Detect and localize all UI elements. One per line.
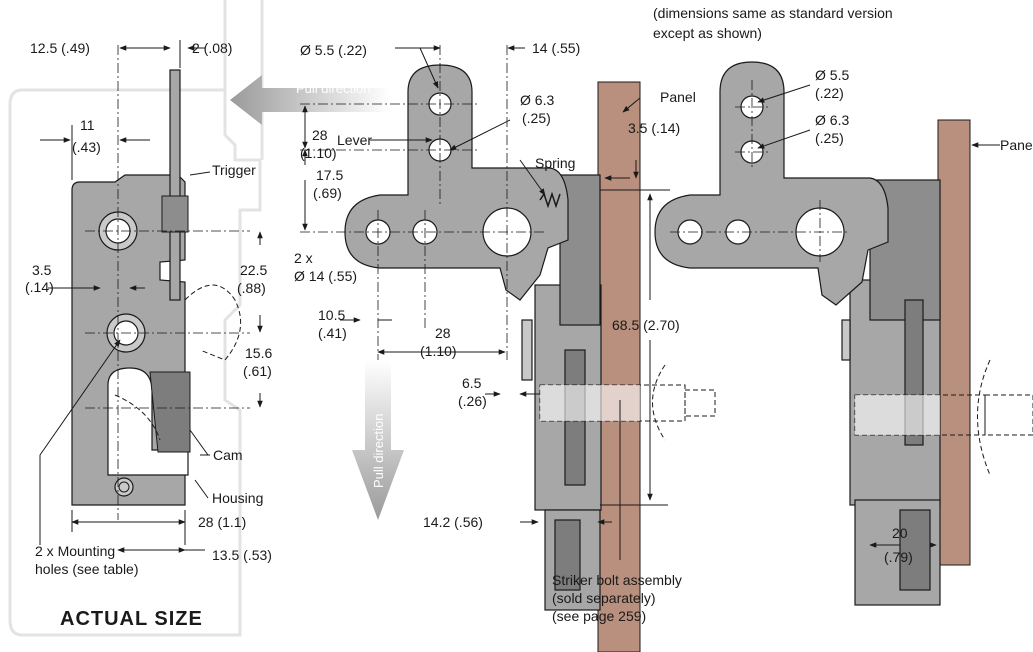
dim-top-left: 12.5 (.49): [30, 40, 90, 56]
dim-2x-a: 2 x: [294, 250, 313, 266]
trigger: [169, 69, 181, 301]
dim-d6-3-a: Ø 6.3: [520, 92, 554, 108]
right-dim-d6-3-a: Ø 6.3: [815, 112, 849, 128]
dim-28b-b: (1.10): [420, 343, 457, 359]
dim-10-5-a: 10.5: [318, 307, 345, 323]
rivet: [114, 477, 134, 497]
dim-15-6-value: 15.6: [245, 345, 272, 361]
dim-28-a: 28: [312, 127, 328, 143]
label-panel-center: Panel: [660, 89, 696, 105]
dim-d6-3-b: (.25): [522, 110, 551, 126]
dim-6-5-a: 6.5: [462, 375, 482, 391]
label-cam: Cam: [213, 447, 243, 463]
dim-13-5: 13.5 (.53): [212, 547, 272, 563]
right-dim-20-b: (.79): [884, 549, 913, 565]
pull-direction-v-label: Pull direction: [371, 414, 386, 488]
pull-arrow-vertical: [352, 360, 404, 520]
dim-6-5-b: (.26): [458, 393, 487, 409]
dim-17-5-b: (.69): [313, 185, 342, 201]
panel-center: [597, 81, 641, 652]
dim-14: 14 (.55): [532, 40, 580, 56]
right-label-panel: Pane: [1000, 137, 1033, 153]
right-dim-20-a: 20: [892, 525, 908, 541]
dim-28b-a: 28: [435, 325, 451, 341]
header-note-line2: except as shown): [653, 25, 762, 41]
left-dimensions: [39, 40, 263, 553]
label-lever: Lever: [337, 132, 372, 148]
dim-68-5: 68.5 (2.70): [612, 317, 680, 333]
right-dim-d5-5-a: Ø 5.5: [815, 67, 849, 83]
striker-label-1: Striker bolt assembly: [552, 572, 682, 588]
right-dim-d5-5-b: (.22): [815, 85, 844, 101]
right-dimensions: [757, 84, 1000, 548]
striker-label-2: (sold separately): [552, 590, 656, 606]
dim-11-value: 11: [80, 117, 95, 133]
dim-14-2: 14.2 (.56): [423, 514, 483, 530]
striker-label-3: (see page 259): [552, 608, 646, 624]
label-trigger: Trigger: [212, 162, 256, 178]
dim-d5-5: Ø 5.5 (.22): [300, 42, 367, 58]
label-housing: Housing: [212, 490, 263, 506]
dim-28: 28 (1.1): [198, 514, 246, 530]
dim-3-5-center: 3.5 (.14): [628, 120, 680, 136]
header-note-line1: (dimensions same as standard version: [653, 5, 893, 21]
dim-28-b: (1.10): [300, 145, 337, 161]
dim-10-5-b: (.41): [318, 325, 347, 341]
dim-17-5-a: 17.5: [316, 167, 343, 183]
pull-arrow-horizontal: [230, 75, 390, 125]
dim-11-inch: (.43): [72, 139, 101, 155]
cam-slot: [107, 367, 189, 476]
dim-2x-b: Ø 14 (.55): [294, 268, 357, 284]
right-dim-d6-3-b: (.25): [815, 130, 844, 146]
pull-direction-h-label: Pull direction: [296, 81, 370, 96]
label-holes-1: 2 x Mounting: [35, 543, 115, 559]
dim-3-5-value: 3.5: [32, 262, 52, 278]
dim-22-5-inch: (.88): [237, 280, 266, 296]
dim-15-6-inch: (.61): [243, 363, 272, 379]
label-spring: Spring: [535, 155, 575, 171]
center-dimensions: [302, 45, 670, 560]
cam: [149, 371, 191, 453]
dim-3-5-inch: (.14): [25, 279, 54, 295]
dim-top-right: 2 (.08): [192, 40, 232, 56]
actual-size-watermark: ACTUAL SIZE: [60, 608, 203, 630]
panel-right: [937, 119, 971, 566]
label-holes-2: holes (see table): [35, 561, 139, 577]
dim-22-5-value: 22.5: [240, 262, 267, 278]
